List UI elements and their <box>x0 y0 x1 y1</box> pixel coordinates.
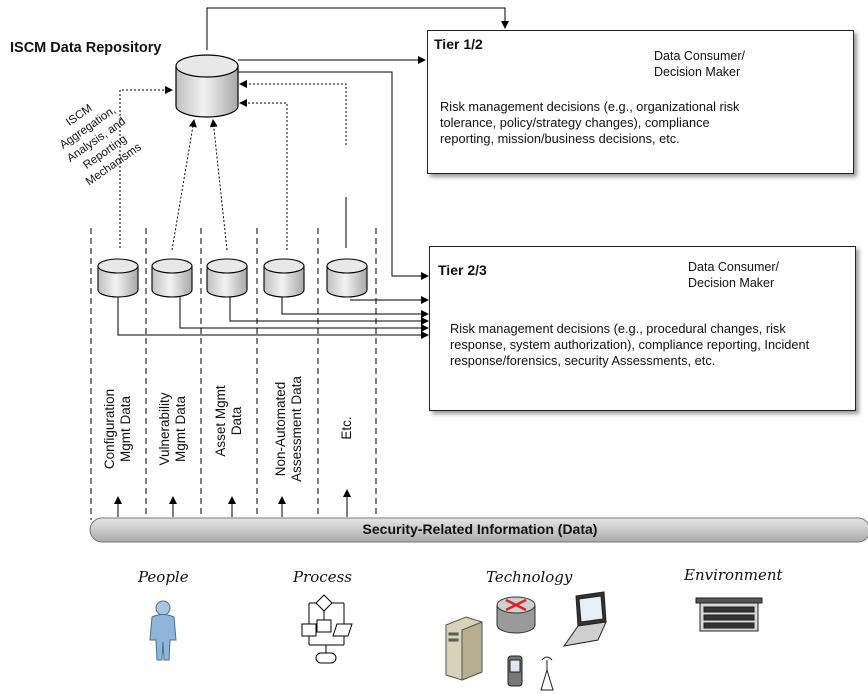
column-label-non-automated: Non-Automated Assessment Data <box>273 366 305 492</box>
category-technology: Technology <box>486 568 573 586</box>
tier12-description: Risk management decisions (e.g., organiz… <box>440 99 740 146</box>
feeds-to-tier23 <box>117 296 429 339</box>
tier12-consumer-line: Data Consumer/ <box>654 49 746 63</box>
category-environment: Environment <box>684 566 783 584</box>
column-label-line: Mgmt Data <box>173 395 188 463</box>
column-label-line: Mgmt Data <box>118 395 133 463</box>
repository-database-icon <box>175 54 239 118</box>
tier23-consumer-label: Data Consumer/ Decision Maker <box>688 259 779 291</box>
router-icon <box>496 596 536 634</box>
column-label-line: Asset Mgmt <box>213 385 228 457</box>
info-bar-label: Security-Related Information (Data) <box>362 521 598 537</box>
server-icon <box>445 616 483 681</box>
tier23-description: Risk management decisions (e.g., procedu… <box>450 321 810 368</box>
tier23-title: Tier 2/3 <box>438 262 487 278</box>
column-label-line: Assessment Data <box>289 376 304 482</box>
column-label-line: Configuration <box>102 388 117 470</box>
column-label-line: Non-Automated <box>273 381 288 477</box>
database-icon-etc <box>326 258 368 298</box>
column-database-icons <box>97 258 368 298</box>
feeds-to-repository <box>119 80 347 251</box>
tier23-consumer-line: Data Consumer/ <box>688 260 780 274</box>
column-label-line: Vulnerability <box>157 392 172 466</box>
building-icon <box>695 597 763 632</box>
laptop-icon <box>562 591 607 647</box>
tier12-box: Tier 1/2 Data Consumer/ Decision Maker R… <box>427 30 854 174</box>
info-bar-arrows <box>114 489 351 517</box>
tier12-consumer-line: Decision Maker <box>654 65 741 79</box>
info-bar-label-wrap: Security-Related Information (Data) <box>90 521 868 537</box>
pda-icon <box>507 655 523 687</box>
tier23-box: Tier 2/3 Data Consumer/ Decision Maker R… <box>429 246 856 411</box>
column-label-vulnerability: Vulnerability Mgmt Data <box>157 369 189 489</box>
column-label-line: Etc. <box>339 416 354 440</box>
database-icon-non-automated <box>263 258 305 298</box>
category-process: Process <box>293 568 352 586</box>
database-icon-configuration <box>97 258 139 298</box>
repo-to-tier12-connector <box>206 7 509 50</box>
column-label-line: Data <box>229 406 244 436</box>
column-label-asset: Asset Mgmt Data <box>213 361 245 481</box>
repo-to-tier23-arrow <box>238 71 429 280</box>
antenna-icon <box>540 656 554 691</box>
info-bar <box>89 517 868 543</box>
repository-title: ISCM Data Repository <box>10 40 162 56</box>
tier23-consumer-line: Decision Maker <box>688 276 775 290</box>
column-separators <box>90 228 377 520</box>
database-icon-vulnerability <box>151 258 193 298</box>
column-label-configuration: Configuration Mgmt Data <box>102 369 134 489</box>
column-label-etc: Etc. <box>339 398 355 458</box>
tier12-consumer-label: Data Consumer/ Decision Maker <box>654 48 745 80</box>
person-icon <box>149 600 177 661</box>
category-people: People <box>138 568 189 586</box>
flowchart-icon <box>301 594 353 664</box>
tier12-title: Tier 1/2 <box>434 36 483 52</box>
database-icon-asset <box>206 258 248 298</box>
